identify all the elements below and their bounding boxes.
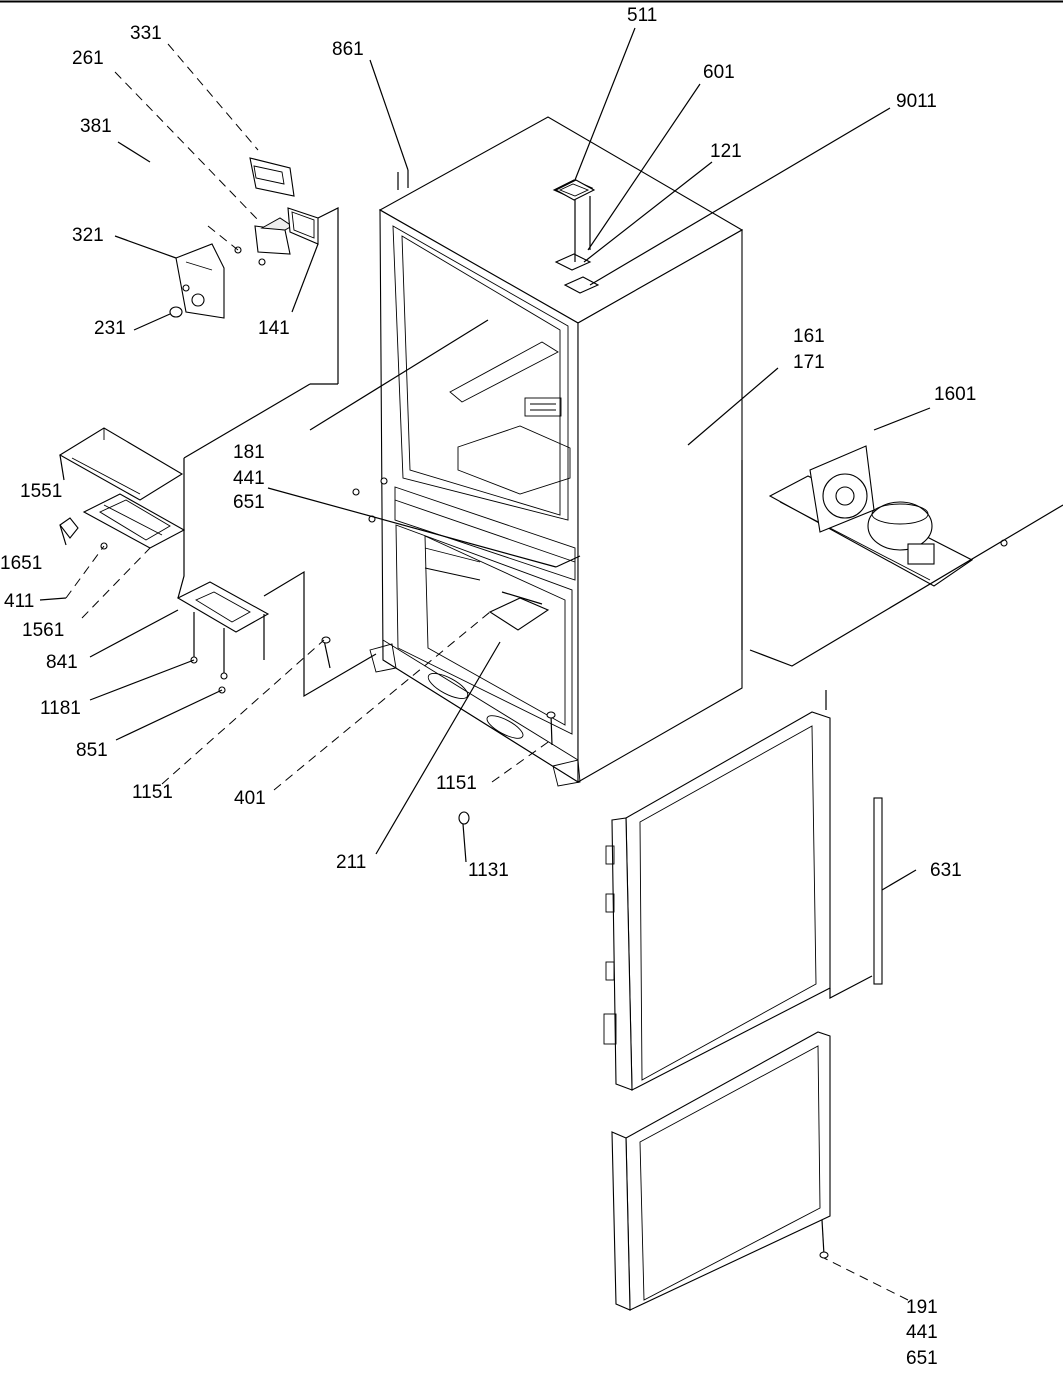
label-211: 211 [336, 852, 366, 873]
freezer-door [611, 1031, 831, 1311]
fresh-food-door [603, 711, 831, 1091]
label-601: 601 [703, 62, 735, 83]
refrigerator-cabinet [321, 116, 744, 787]
label-1651: 1651 [0, 553, 42, 574]
label-511: 511 [627, 5, 657, 26]
evaporator-cover-parts [58, 427, 270, 694]
label-191: 191 [906, 1297, 938, 1318]
leveling-leg-part [458, 811, 470, 825]
label-231: 231 [94, 318, 126, 339]
label-441-cabinet: 441 [233, 468, 265, 489]
control-box-parts [169, 157, 319, 319]
label-121: 121 [710, 141, 742, 162]
door-handle-bar [873, 797, 883, 985]
label-181: 181 [233, 442, 265, 463]
label-631: 631 [930, 860, 962, 881]
label-1151-right: 1151 [436, 773, 477, 794]
label-861: 861 [332, 39, 364, 60]
label-331: 331 [130, 23, 162, 44]
label-411: 411 [4, 591, 34, 612]
label-161: 161 [793, 326, 825, 347]
label-651-door: 651 [906, 1348, 938, 1369]
part-number-labels: 511 331 261 861 601 381 9011 121 321 231… [0, 5, 976, 1369]
label-851: 851 [76, 740, 108, 761]
label-321: 321 [72, 225, 104, 246]
label-9011: 9011 [896, 91, 937, 112]
compressor-assembly [768, 445, 1008, 587]
label-1181: 1181 [40, 698, 81, 719]
leader-lines [39, 27, 1063, 1301]
label-651-cabinet: 651 [233, 492, 265, 513]
label-381: 381 [80, 116, 112, 137]
label-141: 141 [258, 318, 290, 339]
label-1601: 1601 [934, 384, 976, 405]
label-401: 401 [234, 788, 266, 809]
label-1551: 1551 [20, 481, 62, 502]
label-1131: 1131 [468, 860, 509, 881]
label-1151-left: 1151 [132, 782, 173, 803]
label-841: 841 [46, 652, 78, 673]
label-261: 261 [72, 48, 104, 69]
label-441-door: 441 [906, 1322, 938, 1343]
label-171: 171 [793, 352, 825, 373]
label-1561: 1561 [22, 620, 64, 641]
